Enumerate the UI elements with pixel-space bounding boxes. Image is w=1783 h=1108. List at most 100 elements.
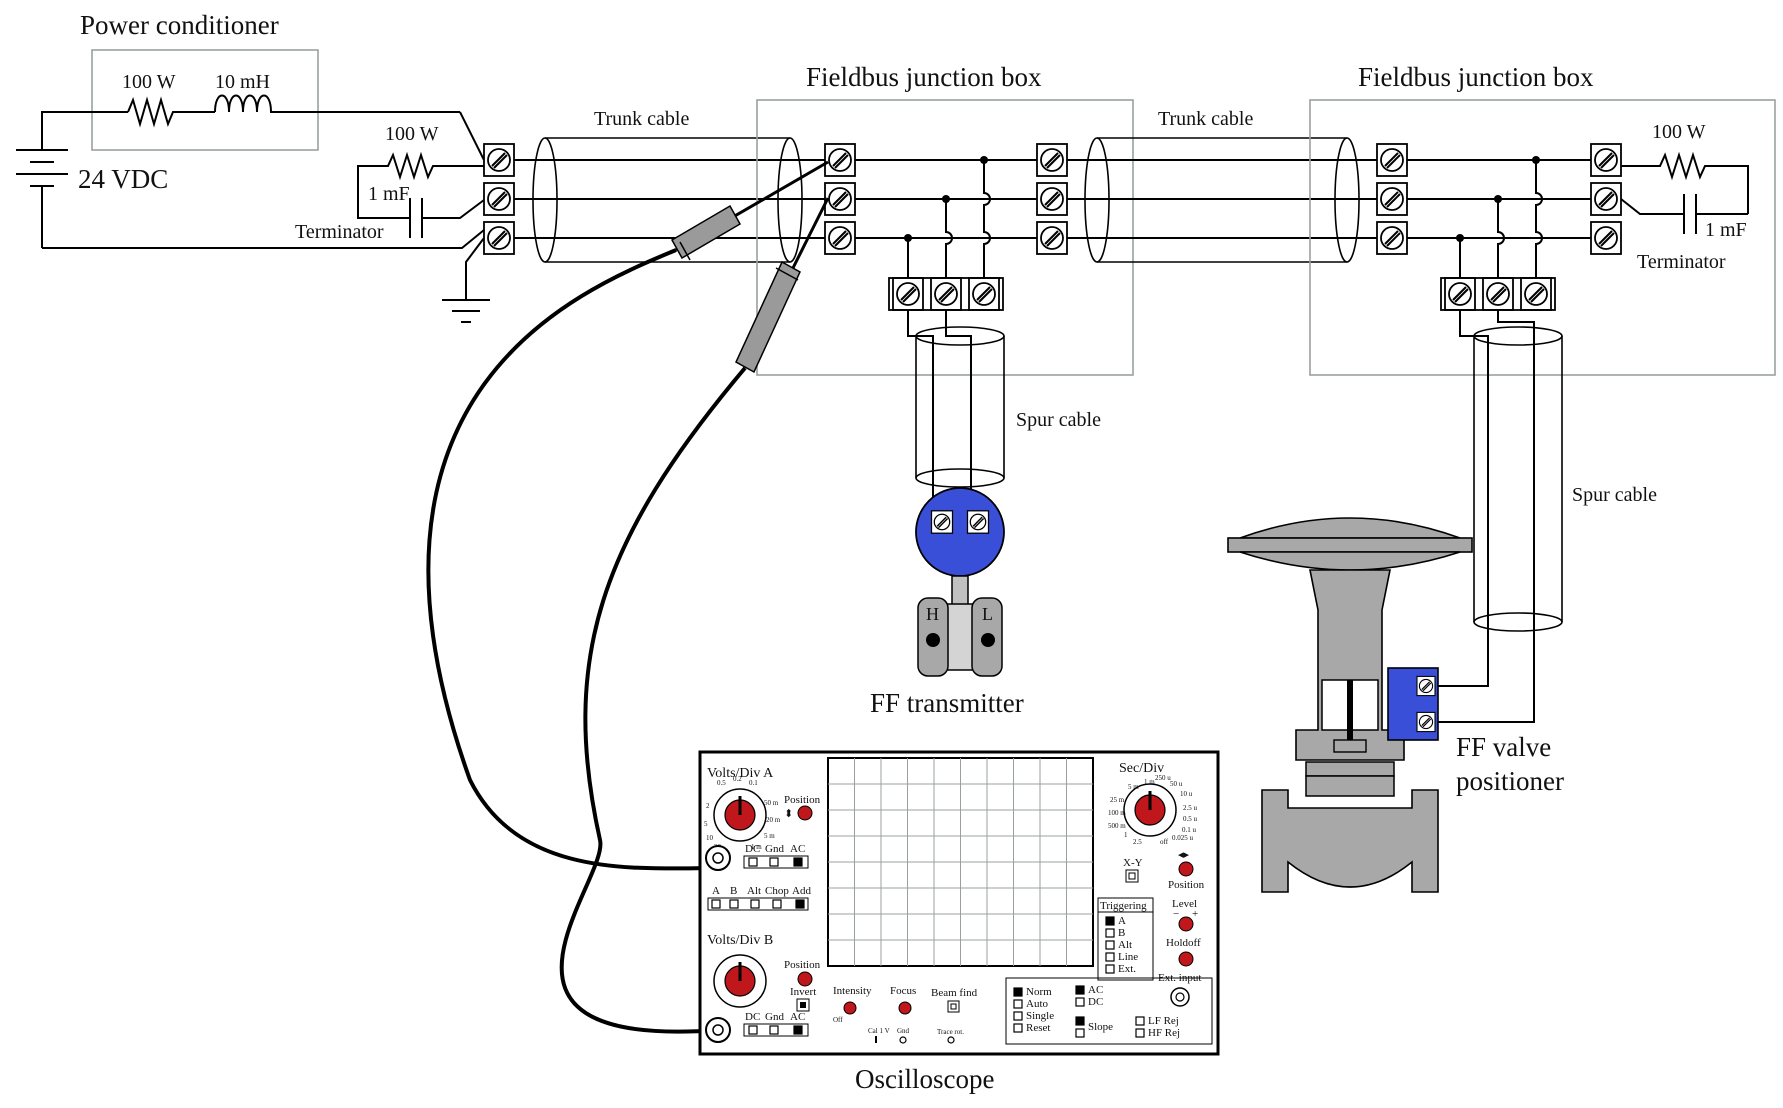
- coupling-a-gnd: Gnd: [765, 843, 784, 855]
- transmitter-head: [915, 487, 1005, 577]
- trig-source-b-switch[interactable]: [1105, 928, 1115, 938]
- horizontal-position-knob[interactable]: [1178, 861, 1194, 877]
- trig-dc: DC: [1088, 996, 1103, 1008]
- svg-text:500 m: 500 m: [1108, 822, 1126, 830]
- terminator-left-label: Terminator: [295, 221, 384, 243]
- position-b-label: Position: [784, 959, 821, 971]
- trig-ac-switch[interactable]: [1075, 985, 1085, 995]
- invert-label: Invert: [790, 986, 816, 998]
- trunk-cable-1-label: Trunk cable: [594, 108, 689, 130]
- position-a-label: Position: [784, 794, 821, 806]
- junction-box-1-label: Fieldbus junction box: [806, 62, 1042, 92]
- mode-add: Add: [792, 885, 811, 897]
- holdoff-knob[interactable]: [1178, 951, 1194, 967]
- slope-neg-switch[interactable]: [1075, 1028, 1085, 1038]
- coupling-b-ac-switch[interactable]: [793, 1025, 803, 1035]
- hf-rej-switch[interactable]: [1135, 1028, 1145, 1038]
- spur-cable-2: Spur cable: [1426, 310, 1657, 723]
- resistor-pc-label: 100 W: [122, 71, 176, 93]
- xy-switch[interactable]: [1125, 869, 1139, 883]
- level-knob[interactable]: [1178, 916, 1194, 932]
- trace-rot-knob[interactable]: [947, 1036, 955, 1044]
- volts-div-b-knob[interactable]: [712, 953, 768, 1009]
- sweep-single-switch[interactable]: [1013, 1011, 1023, 1021]
- coupling-a-dc: DC: [745, 843, 760, 855]
- coupling-b-gnd-switch[interactable]: [769, 1025, 779, 1035]
- svg-text:◂▸: ◂▸: [1178, 849, 1190, 861]
- trig-source-line: Line: [1118, 951, 1138, 963]
- focus-knob[interactable]: [898, 1001, 912, 1015]
- position-b-knob[interactable]: [797, 971, 813, 987]
- sweep-reset-switch[interactable]: [1013, 1023, 1023, 1033]
- coupling-a-ac: AC: [790, 843, 805, 855]
- trig-dc-switch[interactable]: [1075, 997, 1085, 1007]
- mode-b-switch[interactable]: [729, 899, 739, 909]
- svg-text:20 m: 20 m: [766, 816, 781, 824]
- sweep-auto: Auto: [1026, 998, 1049, 1010]
- inductor-pc-label: 10 mH: [215, 71, 270, 93]
- svg-text:250 u: 250 u: [1155, 774, 1171, 782]
- svg-text:5: 5: [704, 820, 708, 828]
- beam-find-button[interactable]: [947, 1000, 960, 1013]
- supply-label: 24 VDC: [78, 164, 168, 194]
- spur-cable-1: Spur cable: [907, 310, 1101, 532]
- volts-div-a-knob[interactable]: [712, 787, 768, 843]
- trig-source-a-switch[interactable]: [1105, 916, 1115, 926]
- power-conditioner-box: [91, 49, 319, 151]
- trig-source-ext: Ext.: [1118, 963, 1136, 975]
- position-a-knob[interactable]: [797, 805, 813, 821]
- lf-rej-switch[interactable]: [1135, 1016, 1145, 1026]
- triggering-label: Triggering: [1100, 900, 1147, 912]
- mode-alt-switch[interactable]: [750, 899, 760, 909]
- lf-rej: LF Rej: [1148, 1015, 1179, 1027]
- sec-div-knob[interactable]: [1122, 782, 1178, 838]
- svg-text:2: 2: [706, 802, 710, 810]
- trig-source-line-switch[interactable]: [1105, 952, 1115, 962]
- trunk-cable-1: Trunk cable: [514, 108, 825, 263]
- power-conditioner: Power conditioner 100 W 10 mH 24 VDC: [16, 10, 485, 249]
- oscilloscope-label: Oscilloscope: [855, 1064, 994, 1094]
- probe-b: [559, 197, 830, 1034]
- trunk-cable-2-label: Trunk cable: [1158, 108, 1253, 130]
- intensity-knob[interactable]: [843, 1001, 857, 1015]
- coupling-b-dc-switch[interactable]: [748, 1025, 758, 1035]
- cal-label: Cal 1 V: [868, 1027, 890, 1035]
- mode-chop-switch[interactable]: [772, 899, 782, 909]
- mode-alt: Alt: [747, 885, 761, 897]
- terminal-strip-left: [483, 143, 515, 255]
- hf-rej: HF Rej: [1148, 1027, 1180, 1039]
- valve-positioner-label-1: FF valve: [1456, 732, 1551, 762]
- coupling-a-gnd-switch[interactable]: [769, 857, 779, 867]
- svg-text:0.025 u: 0.025 u: [1172, 834, 1194, 842]
- sweep-reset: Reset: [1026, 1022, 1050, 1034]
- resistor-right-term-label: 100 W: [1652, 121, 1706, 143]
- trace-rot-label: Trace rot.: [937, 1028, 964, 1036]
- svg-text:10 u: 10 u: [1180, 790, 1193, 798]
- trig-source-b: B: [1118, 927, 1125, 939]
- holdoff-label: Holdoff: [1166, 937, 1201, 949]
- mode-add-switch[interactable]: [795, 899, 805, 909]
- slope-pos-switch[interactable]: [1075, 1016, 1085, 1026]
- terminator-right: 100 W 1 mF Terminator: [1620, 121, 1749, 273]
- coupling-a-ac-switch[interactable]: [793, 857, 803, 867]
- intensity-label: Intensity: [833, 985, 872, 997]
- trig-source-alt-switch[interactable]: [1105, 940, 1115, 950]
- sweep-norm-switch[interactable]: [1013, 987, 1023, 997]
- coupling-b-ac: AC: [790, 1011, 805, 1023]
- control-valve: FF valve positioner: [1227, 517, 1564, 893]
- terminator-left: 100 W 1 mF Terminator: [295, 123, 490, 323]
- svg-text:off: off: [1160, 838, 1169, 846]
- svg-text:10: 10: [706, 834, 714, 842]
- sweep-auto-switch[interactable]: [1013, 999, 1023, 1009]
- power-conditioner-label: Power conditioner: [80, 10, 279, 40]
- transmitter-l-label: L: [982, 604, 993, 624]
- slope-label: Slope: [1088, 1021, 1113, 1033]
- mode-a-switch[interactable]: [711, 899, 721, 909]
- sec-div-label: Sec/Div: [1119, 761, 1164, 776]
- trig-source-ext-switch[interactable]: [1105, 964, 1115, 974]
- trig-ac: AC: [1088, 984, 1103, 996]
- coupling-a-dc-switch[interactable]: [748, 857, 758, 867]
- junction-box-1: Fieldbus junction box: [756, 62, 1134, 376]
- svg-text:25 m: 25 m: [1110, 796, 1125, 804]
